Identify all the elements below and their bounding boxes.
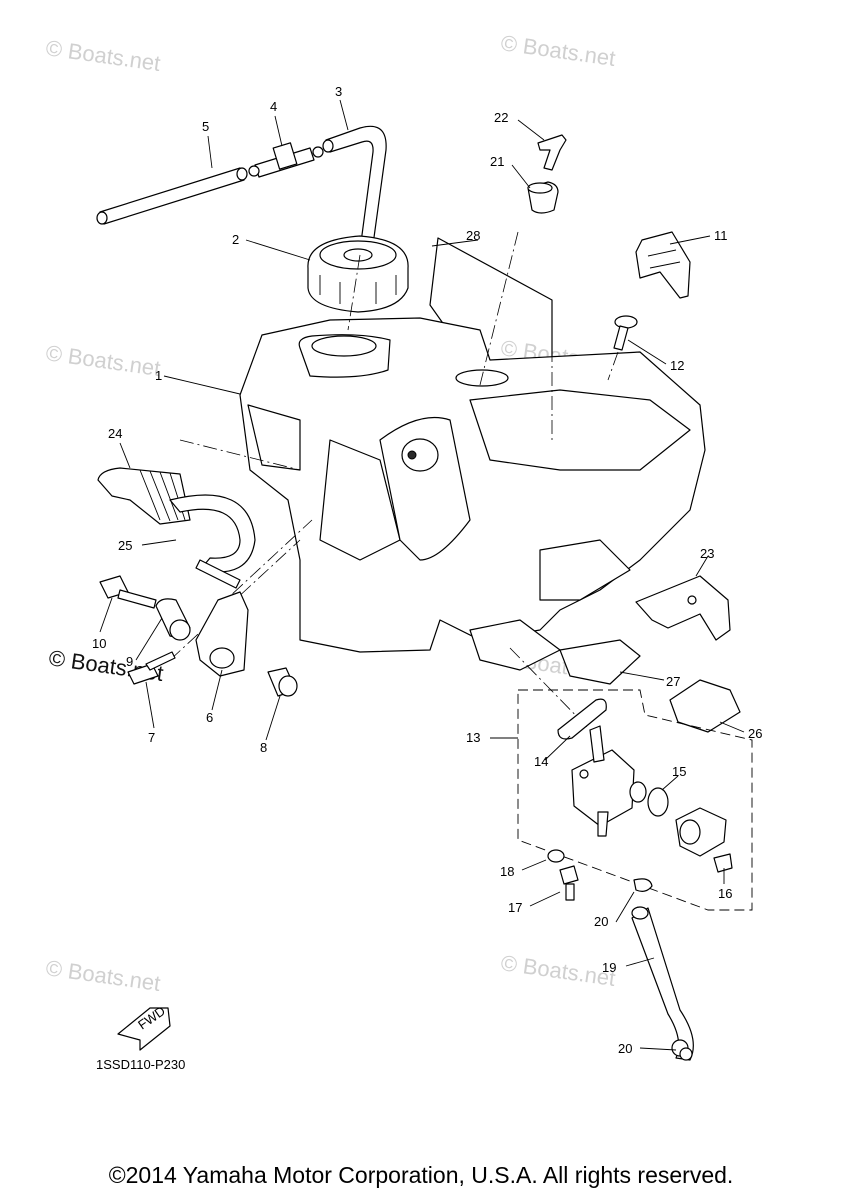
callout-21: 21 bbox=[490, 154, 504, 169]
part-5-hose bbox=[96, 167, 248, 225]
part-24-pad bbox=[97, 467, 191, 525]
callout-16: 16 bbox=[718, 886, 732, 901]
callout-17: 17 bbox=[508, 900, 522, 915]
callout-28: 28 bbox=[466, 228, 480, 243]
callout-27: 27 bbox=[666, 674, 680, 689]
callout-15: 15 bbox=[672, 764, 686, 779]
callout-4: 4 bbox=[270, 99, 277, 114]
part-13-assembly-box bbox=[517, 689, 753, 911]
part-16-screw bbox=[713, 853, 733, 873]
callout-19: 19 bbox=[602, 960, 616, 975]
part-9-damper bbox=[155, 598, 191, 641]
part-25-band bbox=[169, 494, 256, 589]
part-21-grommet bbox=[527, 181, 559, 214]
part-10-bolt bbox=[99, 575, 157, 609]
watermark: © Boats.net bbox=[44, 955, 162, 996]
callout-18: 18 bbox=[500, 864, 514, 879]
callouts: 5 4 3 2 22 21 1 11 12 28 24 25 10 9 7 6 … bbox=[92, 84, 762, 1056]
callout-5: 5 bbox=[202, 119, 209, 134]
callout-23: 23 bbox=[700, 546, 714, 561]
part-19-hose bbox=[631, 906, 694, 1061]
watermark: © Boats.net bbox=[499, 950, 617, 991]
fuel-cock bbox=[571, 725, 635, 837]
part-4-valve bbox=[248, 142, 324, 178]
part-27-plate bbox=[559, 639, 641, 685]
callout-8: 8 bbox=[260, 740, 267, 755]
fwd-arrow-icon: FWD bbox=[117, 1003, 171, 1051]
watermark: © Boats.net bbox=[499, 30, 617, 71]
callout-3: 3 bbox=[335, 84, 342, 99]
part-15-o-ring bbox=[629, 781, 669, 817]
callout-24: 24 bbox=[108, 426, 122, 441]
part-20-clip-lower bbox=[671, 1039, 693, 1061]
callout-22: 22 bbox=[494, 110, 508, 125]
callout-26: 26 bbox=[748, 726, 762, 741]
leaders bbox=[99, 99, 745, 1051]
fuel-cock-lever bbox=[675, 807, 727, 857]
callout-1: 1 bbox=[155, 368, 162, 383]
part-3-hose bbox=[322, 125, 387, 253]
copyright-notice: ©2014 Yamaha Motor Corporation, U.S.A. A… bbox=[108, 1162, 734, 1188]
part-8-collar bbox=[267, 667, 298, 697]
part-17-screw bbox=[559, 865, 579, 901]
callout-20-upper: 20 bbox=[594, 914, 608, 929]
part-12-bolt bbox=[613, 315, 638, 351]
part-22-screw bbox=[537, 134, 567, 171]
part-18-washer bbox=[547, 849, 565, 863]
part-1-fuel-tank bbox=[169, 231, 706, 731]
part-6-bracket bbox=[195, 591, 249, 677]
diagram-code: 1SSD110-P230 bbox=[96, 1057, 185, 1072]
callout-10: 10 bbox=[92, 636, 106, 651]
callout-25: 25 bbox=[118, 538, 132, 553]
part-26-plate bbox=[669, 679, 741, 733]
callout-20-lower: 20 bbox=[618, 1041, 632, 1056]
part-14-gasket bbox=[557, 698, 607, 740]
callout-14: 14 bbox=[534, 754, 548, 769]
callout-12: 12 bbox=[670, 358, 684, 373]
callout-9: 9 bbox=[126, 654, 133, 669]
part-7-screw bbox=[127, 651, 176, 685]
watermark: © Boats.net bbox=[44, 35, 162, 76]
part-2-fuel-cap bbox=[307, 235, 409, 313]
callout-13: 13 bbox=[466, 730, 480, 745]
watermark: © Boats.net bbox=[44, 340, 162, 381]
part-23-bracket bbox=[635, 575, 731, 641]
part-20-clip-upper bbox=[633, 878, 653, 892]
callout-6: 6 bbox=[206, 710, 213, 725]
callout-7: 7 bbox=[148, 730, 155, 745]
callout-2: 2 bbox=[232, 232, 239, 247]
callout-11: 11 bbox=[714, 228, 728, 243]
